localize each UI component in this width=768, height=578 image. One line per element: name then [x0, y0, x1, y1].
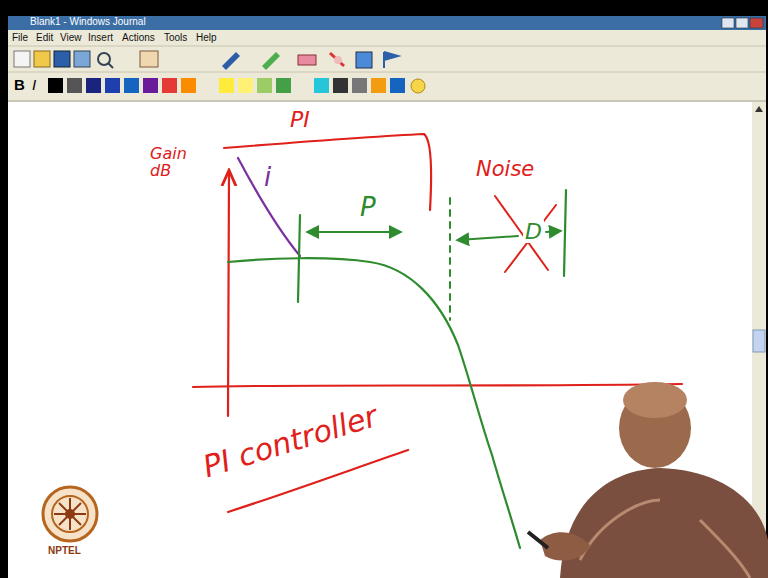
scroll-thumb — [753, 330, 765, 352]
region-label: PI — [290, 108, 310, 131]
title-bar — [8, 16, 766, 30]
logo-text: NPTEL — [48, 546, 81, 557]
toolbar-divider — [8, 46, 766, 47]
d-range-arrow — [546, 231, 560, 232]
noise-limit — [564, 190, 566, 276]
window-button — [736, 18, 748, 28]
italic-button: I — [32, 77, 36, 93]
menu-item: Help — [196, 33, 217, 44]
frequency-axis — [193, 384, 682, 387]
menu-item: Tools — [164, 33, 187, 44]
window-button — [750, 18, 763, 28]
scroll-arrow — [755, 106, 763, 112]
cross-out — [505, 205, 556, 272]
menu-item: Insert — [88, 33, 113, 44]
menu-item: Edit — [36, 33, 53, 44]
axis-label: Gain dB — [150, 146, 192, 180]
window-title: Blank1 - Windows Journal — [30, 17, 146, 28]
toolbar-divider — [8, 72, 766, 73]
color-palette — [48, 78, 425, 93]
window-button — [722, 18, 734, 28]
cross-out — [495, 196, 548, 270]
noise-boundary — [449, 198, 451, 320]
bold-button: B — [14, 77, 25, 93]
d-range-arrow — [458, 236, 518, 240]
noise-label: Noise — [476, 158, 534, 180]
diagram-title: PI controller — [199, 400, 381, 483]
scrollbar — [752, 102, 766, 578]
region-label: i — [264, 164, 271, 191]
menu-item: Actions — [122, 33, 155, 44]
p-range-arrow — [308, 231, 400, 233]
integral-line — [238, 158, 300, 256]
lecturer — [528, 382, 768, 578]
pi-bracket — [224, 134, 431, 210]
region-label: P — [360, 194, 376, 221]
nptel-logo — [43, 487, 97, 541]
toolbar-area — [8, 30, 766, 102]
menu-item: View — [60, 33, 82, 44]
menu-item: File — [12, 33, 28, 44]
toolbar-icons — [14, 51, 398, 70]
gain-curve — [228, 258, 520, 548]
gain-axis — [228, 172, 229, 416]
toolbar-divider — [8, 101, 766, 102]
region-label: D — [523, 220, 544, 243]
